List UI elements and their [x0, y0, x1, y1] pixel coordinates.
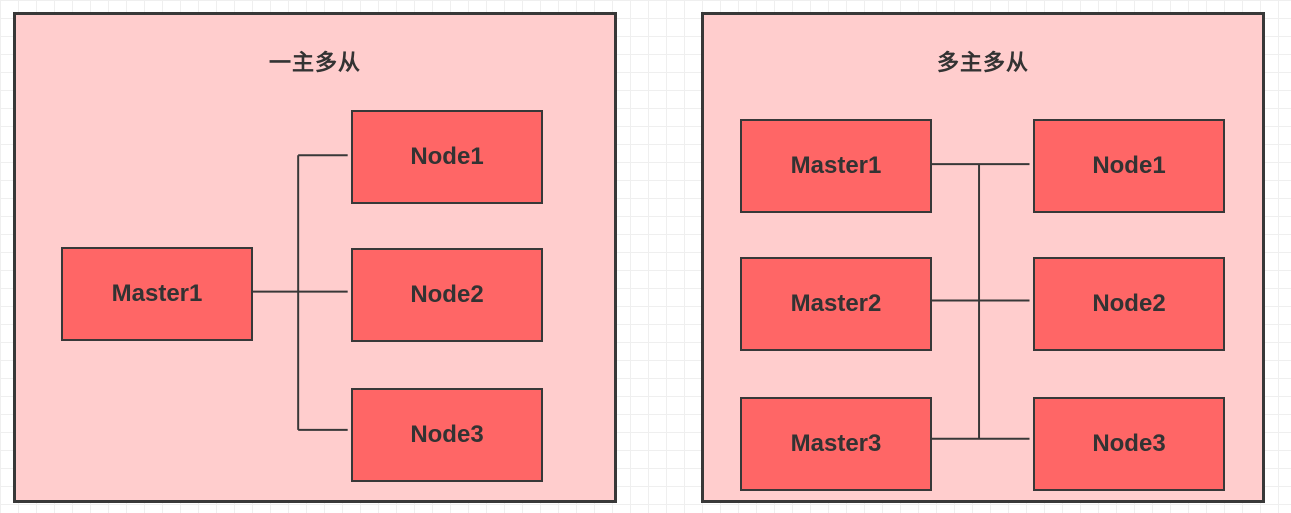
node1-box: Node1: [1033, 119, 1225, 213]
panel-single-master: 一主多从 Master1 Node1 Node2 Node3: [13, 12, 617, 503]
node3-box: Node3: [1033, 397, 1225, 491]
node2-box: Node2: [351, 248, 543, 342]
master2-box: Master2: [740, 257, 932, 351]
panel-title-multi-master: 多主多从: [936, 50, 1029, 75]
connector-lines-single-master: [250, 154, 348, 431]
panel-title-single-master: 一主多从: [268, 50, 361, 75]
master1-box: Master1: [740, 119, 932, 213]
master1-box: Master1: [61, 247, 253, 341]
connector-lines-multi-master: [929, 163, 1030, 440]
panel-multi-master: 多主多从 Master1 Master2 Master3 Node1 Node2…: [701, 12, 1265, 503]
node1-box: Node1: [351, 110, 543, 204]
node2-box: Node2: [1033, 257, 1225, 351]
node3-box: Node3: [351, 388, 543, 482]
master3-box: Master3: [740, 397, 932, 491]
